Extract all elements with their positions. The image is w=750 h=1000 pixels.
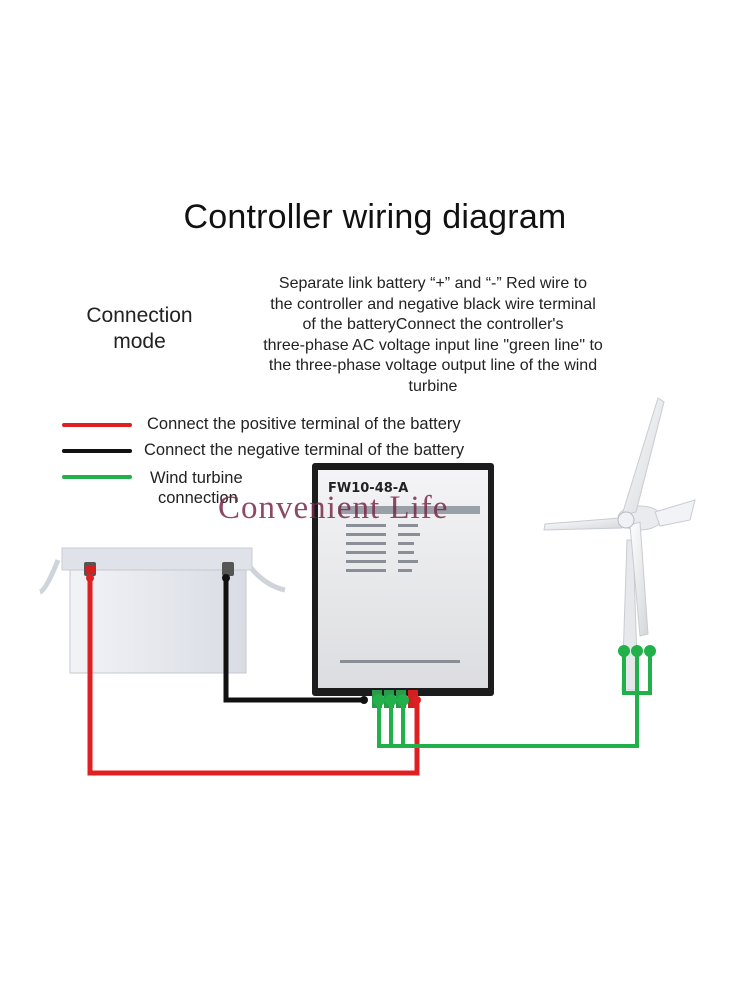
description-line: turbine [408, 377, 458, 395]
legend-turbine-text-line1: Wind turbine [150, 469, 243, 487]
controller-model-label: FW10-48-A [328, 481, 408, 496]
legend-negative-line [62, 449, 132, 453]
legend-positive-line [62, 423, 132, 427]
connection-mode-description: Separate link battery “+” and “-” Red wi… [228, 274, 638, 397]
legend-turbine-line [62, 475, 132, 479]
positive-wire [86, 574, 421, 776]
description-line: three-phase AC voltage input line "green… [263, 336, 603, 354]
connection-mode-label-line2: mode [113, 330, 166, 353]
legend-positive-text: Connect the positive terminal of the bat… [147, 415, 461, 433]
legend-turbine-text-line2: connection [158, 489, 238, 507]
watermark: Convenient Life [218, 490, 449, 526]
description-line: of the batteryConnect the controller's [302, 316, 564, 333]
description-line: Separate link battery “+” and “-” Red wi… [278, 275, 588, 292]
negative-wire [222, 574, 368, 704]
legend-negative-text: Connect the negative terminal of the bat… [144, 441, 465, 459]
connection-mode-label: Connection mode [62, 303, 217, 355]
legend-turbine-text: Wind turbine connection [150, 468, 243, 508]
battery-icon [38, 547, 286, 674]
description-line: the three-phase voltage output line of t… [268, 357, 598, 374]
diagram-title: Controller wiring diagram [183, 198, 567, 236]
description-line: the controller and negative black wire t… [270, 295, 596, 313]
turbine-wires [373, 645, 656, 748]
connection-mode-label-line1: Connection [86, 304, 193, 327]
controller-icon: FW10-48-A [312, 463, 494, 708]
wind-turbine-icon [543, 397, 696, 691]
